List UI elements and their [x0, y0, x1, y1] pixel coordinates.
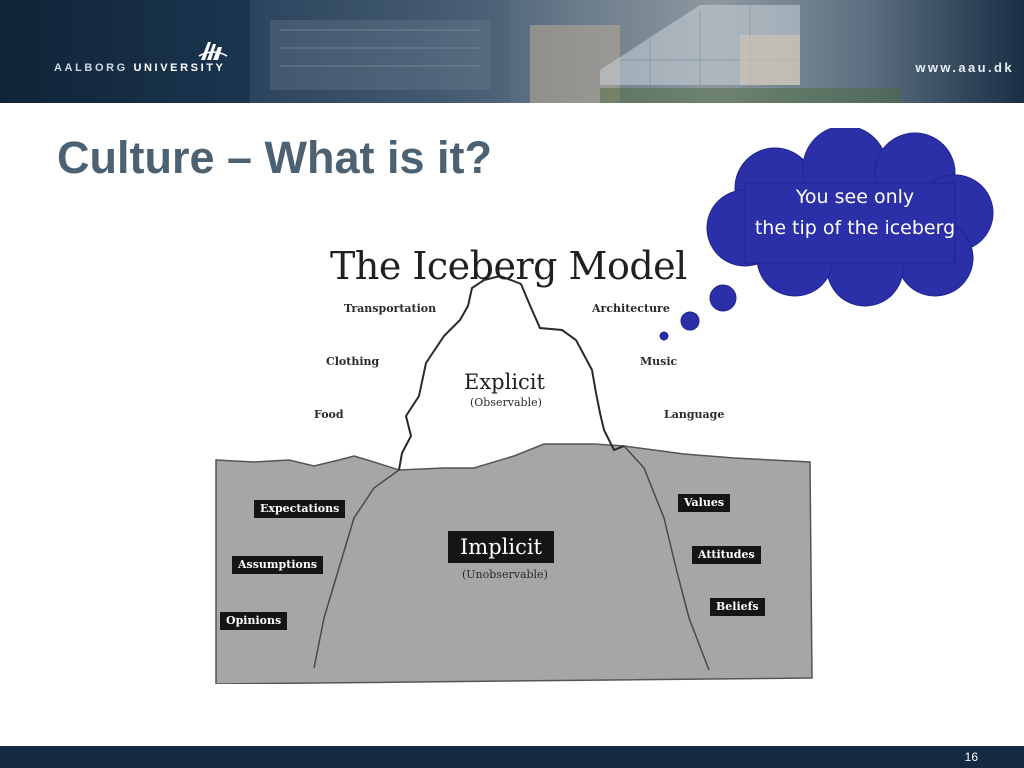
tag-opinions: Opinions — [220, 612, 288, 630]
page-number: 16 — [964, 750, 978, 764]
campus-photo — [250, 0, 900, 103]
iceberg-right-underwater-edge — [623, 445, 710, 671]
iceberg-left-underwater-edge — [313, 469, 400, 669]
header-banner: AALBORG UNIVERSITY www.aau.dk — [0, 0, 1024, 103]
explicit-sublabel: (Observable) — [470, 396, 542, 409]
university-name-part2: UNIVERSITY — [133, 62, 226, 74]
website-link[interactable]: www.aau.dk — [915, 60, 1014, 75]
water-area — [215, 443, 813, 684]
thought-bubble-line1: You see only — [795, 186, 915, 208]
slide-title: Culture – What is it? — [57, 132, 493, 183]
tag-beliefs: Beliefs — [710, 598, 765, 616]
footer-bar: 16 — [0, 746, 1024, 768]
label-language: Language — [664, 408, 725, 421]
university-name-part1: AALBORG — [54, 62, 128, 74]
tag-values: Values — [678, 494, 731, 512]
tag-expectations: Expectations — [254, 500, 346, 518]
label-architecture: Architecture — [592, 302, 670, 315]
aau-wave-logo-icon — [198, 42, 228, 60]
label-food: Food — [314, 408, 344, 421]
thought-bubble-text: You see only the tip of the iceberg — [720, 182, 990, 244]
iceberg-model-title: The Iceberg Model — [330, 244, 687, 288]
label-music: Music — [640, 355, 678, 368]
tag-attitudes: Attitudes — [692, 546, 761, 564]
label-clothing: Clothing — [326, 355, 380, 368]
tag-assumptions: Assumptions — [232, 556, 324, 574]
thought-bubble-line2: the tip of the iceberg — [754, 217, 956, 239]
implicit-sublabel: (Unobservable) — [462, 568, 548, 581]
iceberg-graphic — [215, 274, 813, 684]
explicit-label: Explicit — [464, 370, 545, 394]
university-name: AALBORG UNIVERSITY — [54, 62, 225, 74]
iceberg-tip-outline — [398, 274, 625, 471]
implicit-label: Implicit — [448, 531, 555, 563]
label-transportation: Transportation — [344, 302, 437, 315]
iceberg-diagram: The Iceberg Model Transportation Clothin… — [214, 238, 814, 684]
thought-bubble — [659, 128, 994, 341]
